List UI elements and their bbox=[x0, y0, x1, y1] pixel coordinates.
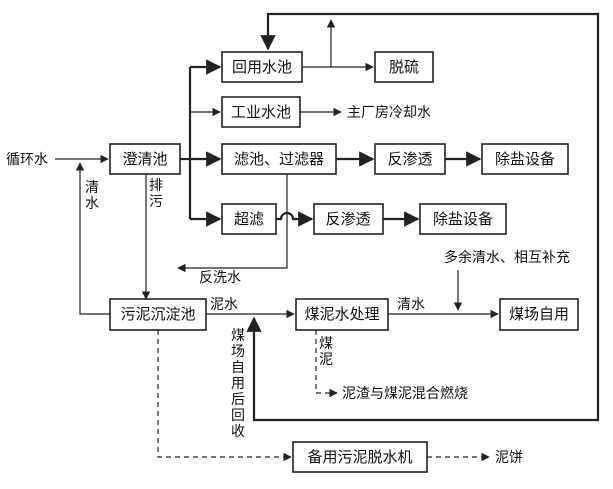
node-ro-1-label: 反渗透 bbox=[387, 150, 432, 168]
edge-yard-return bbox=[246, 309, 600, 422]
node-ro-1: 反渗透 bbox=[374, 143, 446, 175]
vertical-char: 用 bbox=[231, 376, 245, 392]
node-clarifier-label: 澄清池 bbox=[122, 150, 167, 168]
node-desalt-2-label: 除盐设备 bbox=[433, 210, 493, 228]
label-mixed-burn: 泥渣与煤泥混合燃烧 bbox=[342, 385, 468, 402]
node-coal-yard: 煤场自用 bbox=[499, 298, 579, 331]
label-clear-water: 清水 bbox=[397, 297, 425, 313]
node-coal-slurry-label: 煤泥水处理 bbox=[304, 305, 379, 323]
vertical-char: 煤 bbox=[231, 328, 245, 344]
node-desalt-1: 除盐设备 bbox=[481, 143, 569, 175]
edge-uf-to-ro2 bbox=[276, 211, 314, 227]
node-reuse-pool-label: 回用水池 bbox=[232, 58, 292, 76]
node-reuse-pool: 回用水池 bbox=[221, 51, 303, 83]
vertical-char: 后 bbox=[231, 392, 245, 408]
node-desulfurization-label: 脱硫 bbox=[389, 58, 419, 76]
edge-backwash bbox=[177, 159, 288, 273]
label-sludge-water: 泥水 bbox=[210, 297, 238, 313]
vertical-char: 水 bbox=[85, 196, 99, 212]
node-filter-label: 滤池、过滤器 bbox=[234, 150, 324, 168]
vertical-char: 煤 bbox=[319, 336, 333, 352]
vertical-char: 泥 bbox=[319, 352, 333, 368]
node-sludge-tank: 污泥沉淀池 bbox=[109, 298, 207, 331]
label-coal-mud: 煤泥 bbox=[319, 336, 333, 368]
node-dewater-label: 备用污泥脱水机 bbox=[307, 448, 412, 466]
edge-clear-return bbox=[75, 162, 110, 315]
edge-sludge-to-dewater bbox=[157, 330, 292, 462]
node-ultrafiltration-label: 超滤 bbox=[234, 210, 264, 228]
node-ultrafiltration: 超滤 bbox=[221, 203, 277, 235]
node-clarifier: 澄清池 bbox=[109, 143, 181, 175]
connectors bbox=[55, 12, 600, 462]
node-industrial-pool-label: 工业水池 bbox=[231, 103, 291, 121]
node-filter: 滤池、过滤器 bbox=[221, 143, 337, 175]
vertical-char: 收 bbox=[231, 424, 245, 440]
vertical-char: 自 bbox=[231, 360, 245, 376]
label-mud-cake: 泥饼 bbox=[495, 450, 523, 466]
vertical-char: 排 bbox=[149, 178, 163, 194]
label-circulating-water: 循环水 bbox=[6, 152, 48, 168]
vertical-char: 污 bbox=[149, 194, 163, 210]
edge-mud-to-burn bbox=[315, 330, 338, 398]
node-desulfurization: 脱硫 bbox=[374, 51, 434, 83]
label-surplus: 多余清水、相互补充 bbox=[444, 249, 570, 266]
node-sludge-tank-label: 污泥沉淀池 bbox=[120, 305, 195, 323]
label-backwash: 反洗水 bbox=[199, 270, 241, 286]
label-cooling-water: 主厂房冷却水 bbox=[347, 105, 431, 121]
vertical-char: 回 bbox=[231, 408, 245, 424]
node-coal-slurry: 煤泥水处理 bbox=[295, 298, 389, 331]
node-dewater: 备用污泥脱水机 bbox=[292, 441, 428, 473]
node-desalt-1-label: 除盐设备 bbox=[495, 150, 555, 168]
node-coal-yard-label: 煤场自用 bbox=[509, 305, 569, 323]
node-ro-2: 反渗透 bbox=[313, 203, 384, 235]
edge-return-loop bbox=[260, 12, 600, 309]
vertical-char: 场 bbox=[231, 344, 245, 360]
vertical-char: 清 bbox=[85, 180, 99, 196]
label-clear-water-return: 清水 bbox=[85, 180, 99, 212]
node-industrial-pool: 工业水池 bbox=[221, 96, 301, 128]
node-ro-2-label: 反渗透 bbox=[325, 210, 370, 228]
node-desalt-2: 除盐设备 bbox=[419, 203, 507, 235]
label-discharge: 排污 bbox=[149, 178, 163, 210]
